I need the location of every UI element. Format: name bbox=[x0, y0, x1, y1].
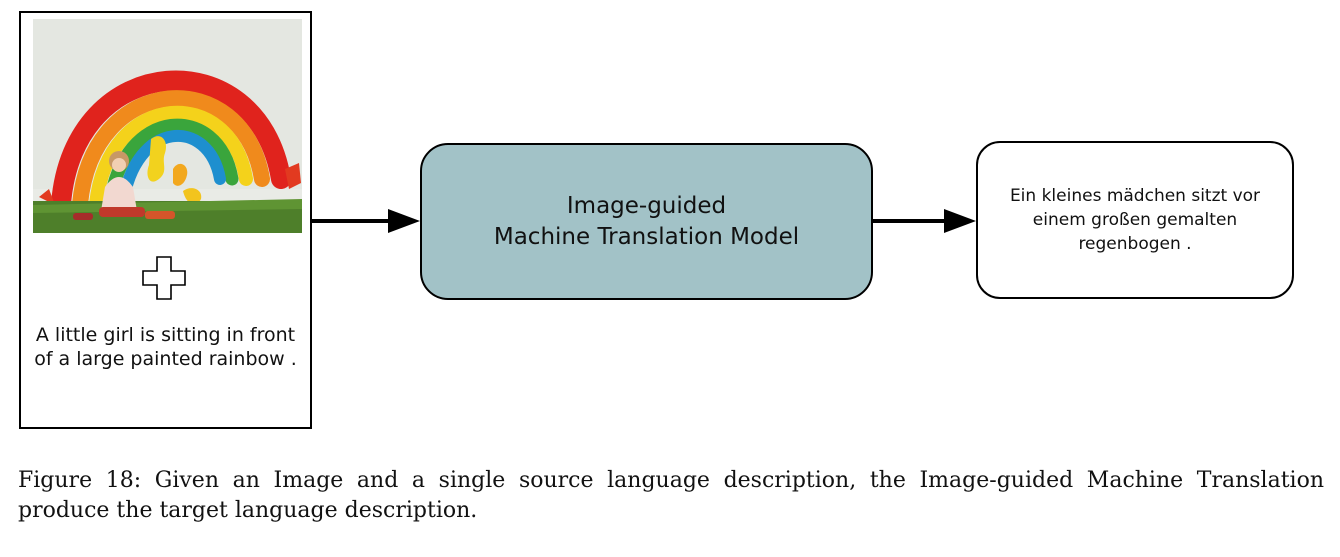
source-sentence: A little girl is sitting in front of a l… bbox=[34, 324, 297, 370]
input-panel: A little girl is sitting in front of a l… bbox=[19, 11, 312, 429]
arrow-right-icon bbox=[873, 209, 976, 233]
translation-model-box: Image-guided Machine Translation Model bbox=[420, 143, 873, 300]
plus-icon bbox=[142, 256, 186, 300]
model-title-line1: Image-guided bbox=[566, 192, 727, 219]
rainbow-painting-image bbox=[33, 19, 302, 233]
figure-caption: Figure 18: Given an Image and a single s… bbox=[18, 468, 1324, 523]
output-box: Ein kleines mädchen sitzt vor einem groß… bbox=[976, 141, 1294, 299]
target-sentence: Ein kleines mädchen sitzt vor einem groß… bbox=[1009, 186, 1261, 254]
rainbow-photo bbox=[33, 19, 302, 233]
model-title-line2: Machine Translation Model bbox=[493, 223, 800, 250]
arrow-right-icon bbox=[312, 209, 420, 233]
